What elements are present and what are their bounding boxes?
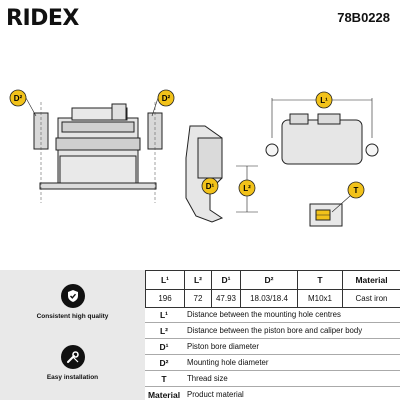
legend-text: Mounting hole diameter <box>183 358 400 367</box>
l2-label: L² <box>243 184 251 193</box>
value-material: Cast iron <box>343 290 400 308</box>
value-d2: 18.03/18.4 <box>241 290 298 308</box>
d2-left-label: D² <box>14 94 23 103</box>
feature-sidebar: Consistent high quality Easy installatio… <box>0 270 145 400</box>
spec-value-row: 196 72 47.93 18.03/18.4 M10x1 Cast iron <box>146 290 400 308</box>
legend-text: Distance between the mounting hole centr… <box>183 310 400 319</box>
header-t: T <box>298 271 343 290</box>
side-view <box>186 126 222 222</box>
header-d1: D¹ <box>212 271 241 290</box>
top-view <box>266 114 378 164</box>
header-material: Material <box>343 271 400 290</box>
spec-legend: L¹ Distance between the mounting hole ce… <box>145 307 400 402</box>
caliper-drawing: D² D² D¹ L² L¹ T <box>0 38 400 268</box>
shield-check-icon <box>61 284 85 308</box>
spec-table: L¹ L² D¹ D² T Material 196 72 47.93 18.0… <box>145 270 400 308</box>
legend-text: Product material <box>183 390 400 399</box>
legend-text: Piston bore diameter <box>183 342 400 351</box>
legend-row: L¹ Distance between the mounting hole ce… <box>145 307 400 323</box>
legend-row: L² Distance between the piston bore and … <box>145 323 400 339</box>
d2-right-label: D² <box>162 94 171 103</box>
legend-text: Thread size <box>183 374 400 383</box>
legend-row: D² Mounting hole diameter <box>145 355 400 371</box>
front-view <box>34 104 162 189</box>
part-number: 78B0228 <box>337 10 390 25</box>
wrench-screwdriver-icon <box>61 345 85 369</box>
installation-badge: Easy installation <box>0 345 145 381</box>
legend-row: T Thread size <box>145 371 400 387</box>
legend-text: Distance between the piston bore and cal… <box>183 326 400 335</box>
legend-symbol: Material <box>145 390 183 400</box>
quality-caption: Consistent high quality <box>0 313 145 320</box>
legend-symbol: D² <box>145 358 183 368</box>
installation-caption: Easy installation <box>0 374 145 381</box>
header-l1: L¹ <box>146 271 185 290</box>
d1-label: D¹ <box>206 182 215 191</box>
legend-row: D¹ Piston bore diameter <box>145 339 400 355</box>
spec-header-row: L¹ L² D¹ D² T Material <box>146 271 400 290</box>
legend-symbol: D¹ <box>145 342 183 352</box>
brand-logo: RIDEX <box>6 6 79 31</box>
legend-symbol: T <box>145 374 183 384</box>
value-d1: 47.93 <box>212 290 241 308</box>
quality-badge: Consistent high quality <box>0 284 145 320</box>
value-l1: 196 <box>146 290 185 308</box>
specifications: Consistent high quality Easy installatio… <box>0 270 400 400</box>
legend-symbol: L¹ <box>145 310 183 320</box>
t-label: T <box>354 186 359 195</box>
header: RIDEX 78B0228 <box>0 0 400 36</box>
value-t: M10x1 <box>298 290 343 308</box>
header-l2: L² <box>185 271 212 290</box>
d2-left-leader <box>26 98 36 116</box>
legend-symbol: L² <box>145 326 183 336</box>
value-l2: 72 <box>185 290 212 308</box>
header-d2: D² <box>241 271 298 290</box>
l1-label: L¹ <box>320 96 328 105</box>
